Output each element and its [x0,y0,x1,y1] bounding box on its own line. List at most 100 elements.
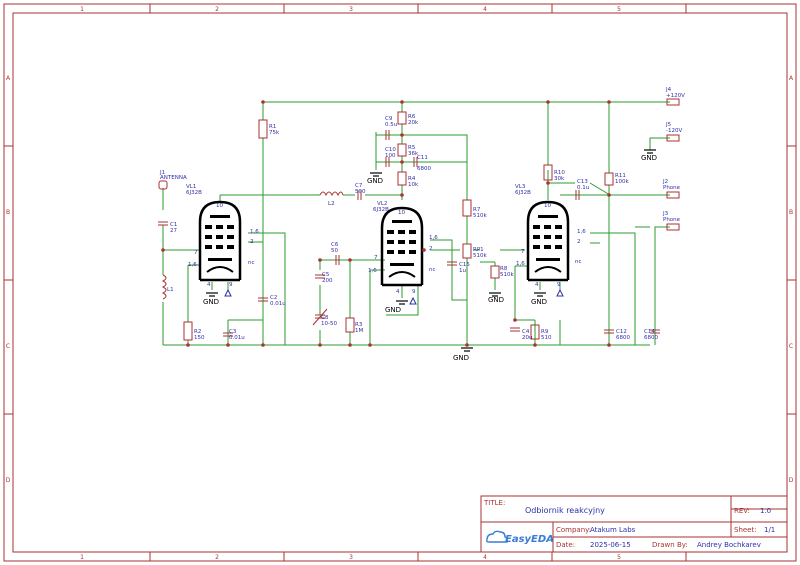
r8-value: 510k [500,272,514,278]
r2-ref: R2 [194,329,201,335]
c2-value: 0.01u [270,301,286,307]
c9-value: 0.5u [385,122,397,128]
resistor-r7 [462,199,472,217]
vl1-pin10: 10 [216,203,223,209]
company-value: Atakum Labs [590,526,636,534]
vl1-pin4: 4 [207,282,211,288]
capacitor-c10 [385,157,390,167]
title-label: TITLE: [483,499,505,507]
r4-value: 10k [408,182,419,188]
tube-vl1 [198,200,242,282]
vl2-pin16b: 1,6 [368,268,377,274]
r1-value: 75k [269,130,280,136]
c8-ref: C8 [321,315,329,321]
capacitor-c5 [315,274,325,279]
capacitor-c1 [158,221,168,226]
c11-value: 6800 [417,166,431,172]
capacitor-c4 [510,327,520,332]
j1-ref: J1 [159,170,165,176]
r11-ref: R11 [615,173,626,179]
gnd-label-r8: GND [488,296,504,304]
connector-j4 [666,98,680,106]
j3-ref: J3 [662,211,669,217]
resistor-r1 [258,119,268,139]
resistor-r6 [397,111,407,125]
row-label-c-right: C [789,343,793,350]
vl3-pin9: 9 [557,282,561,288]
capacitor-c2 [258,297,268,302]
components [158,98,680,341]
drawn-by-label: Drawn By: [652,541,688,549]
capacitor-c8 [312,308,328,326]
capacitor-c15 [447,261,457,266]
vl2-pin10: 10 [398,210,405,216]
c13-ref: C13 [577,179,588,185]
vl2-pin4: 4 [396,289,400,295]
r9-ref: R9 [541,329,549,335]
j5-ref: J5 [665,122,672,128]
col-label-4: 4 [483,6,487,13]
j1-label: ANTENNA [160,175,187,181]
sheet-label: Sheet: [734,526,757,534]
rev-value: 1.0 [760,507,771,515]
c11-ref: C11 [417,155,428,161]
vl2-nc: nc [429,267,436,273]
vl1-ref: VL1 [186,184,196,190]
r6-value: 20k [408,120,419,126]
c15-ref: C15 [459,262,470,268]
vl2-ref: VL2 [377,201,387,207]
resistor-r5 [397,143,407,157]
c10-value: 100 [385,153,396,159]
col-label-5: 5 [617,6,621,13]
vl3-pin4: 4 [535,282,539,288]
company-label: Company: [556,526,591,534]
r10-ref: R10 [554,170,565,176]
r6-ref: R6 [408,114,416,120]
gnd-label-main: GND [453,354,469,362]
gnd-label-vl2: GND [385,306,401,314]
vl3-ref: VL3 [515,184,526,190]
j2-ref: J2 [662,179,668,185]
row-label-a: A [6,75,11,82]
c6-value: 50 [331,248,338,254]
r3-ref: R3 [355,322,363,328]
col-label-1: 1 [80,6,84,13]
resistor-r4 [397,171,407,186]
c7-ref: C7 [355,183,363,189]
vl3-nc: nc [575,259,582,265]
row-label-a-right: A [789,75,794,82]
capacitor-c9 [385,130,390,140]
r5-value: 36k [408,151,419,157]
row-label-b-right: B [789,209,793,216]
resistor-r3 [345,317,355,333]
connector-j5 [666,134,680,142]
l1-ref: L1 [167,287,174,293]
junction-dots [161,100,611,347]
r2-value: 150 [194,335,205,341]
logo-text: EasyEDA [505,534,554,545]
c10-ref: C10 [385,147,396,153]
gnd-label-vl1: GND [203,298,219,306]
capacitor-c6 [335,255,340,265]
r8-ref: R8 [500,266,508,272]
vl3-pin16: 1,6 [577,229,586,235]
c5-value: 200 [322,278,333,284]
j3-label: Phone [663,217,681,223]
r3-value: 1M [355,328,363,334]
sheet-outer-border [3,3,797,562]
capacitor-c3 [223,332,233,337]
wires [162,101,670,346]
r5-ref: R5 [408,145,416,151]
date-label: Date: [556,541,575,549]
row-label-c: C [6,343,10,350]
c8-value: 10-50 [321,321,337,327]
c2-ref: C2 [270,295,277,301]
r4-ref: R4 [408,176,416,182]
row-label-d-right: D [789,477,794,484]
col-label-3-bottom: 3 [349,554,353,561]
r9-value: 510 [541,335,552,341]
resistor-r9 [530,324,540,340]
vl1-type: 6J32B [186,190,202,196]
drawn-by-value: Andrey Bochkarev [697,541,761,549]
j4-ref: J4 [665,87,672,93]
